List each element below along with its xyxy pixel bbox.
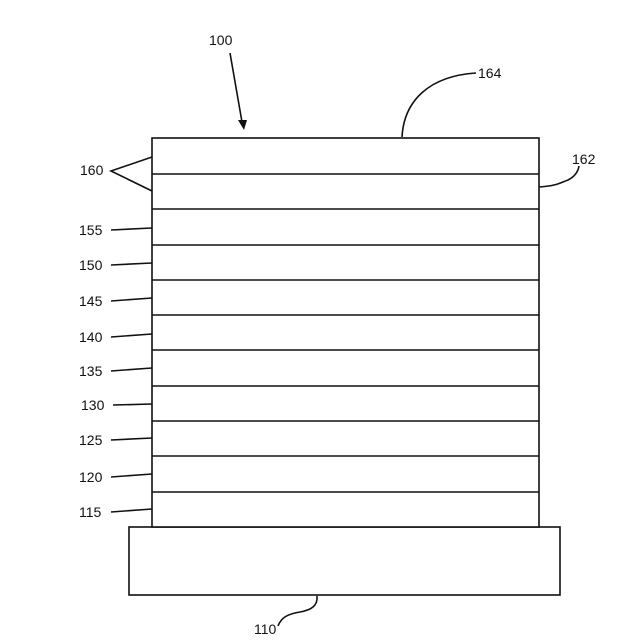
label-145: 145: [79, 293, 103, 309]
label-160: 160: [80, 162, 104, 178]
leader-160: [111, 157, 152, 191]
leader-164: [402, 73, 476, 137]
label-115: 115: [79, 504, 102, 520]
arrow-100-head: [238, 120, 247, 130]
substrate-110: [129, 527, 560, 595]
arrow-100-shaft: [230, 53, 242, 122]
label-140: 140: [79, 329, 103, 345]
leader-120: [111, 474, 152, 477]
leader-125: [111, 438, 152, 440]
leader-110: [278, 596, 317, 626]
label-155: 155: [79, 222, 103, 238]
label-110: 110: [254, 621, 277, 637]
leader-155: [111, 228, 152, 230]
leader-162: [539, 166, 579, 187]
label-150: 150: [79, 257, 103, 273]
leader-115: [111, 509, 152, 512]
layer-leader-lines: [111, 157, 152, 512]
leader-130: [113, 404, 152, 405]
leader-150: [111, 263, 152, 265]
label-135: 135: [79, 363, 103, 379]
label-162: 162: [572, 151, 596, 167]
label-120: 120: [79, 469, 103, 485]
leader-140: [111, 334, 152, 337]
label-125: 125: [79, 432, 103, 448]
layer-stack: [152, 138, 539, 527]
leader-145: [111, 298, 152, 301]
leader-135: [111, 368, 152, 371]
label-164: 164: [478, 65, 502, 81]
label-130: 130: [81, 397, 105, 413]
label-100: 100: [209, 32, 233, 48]
